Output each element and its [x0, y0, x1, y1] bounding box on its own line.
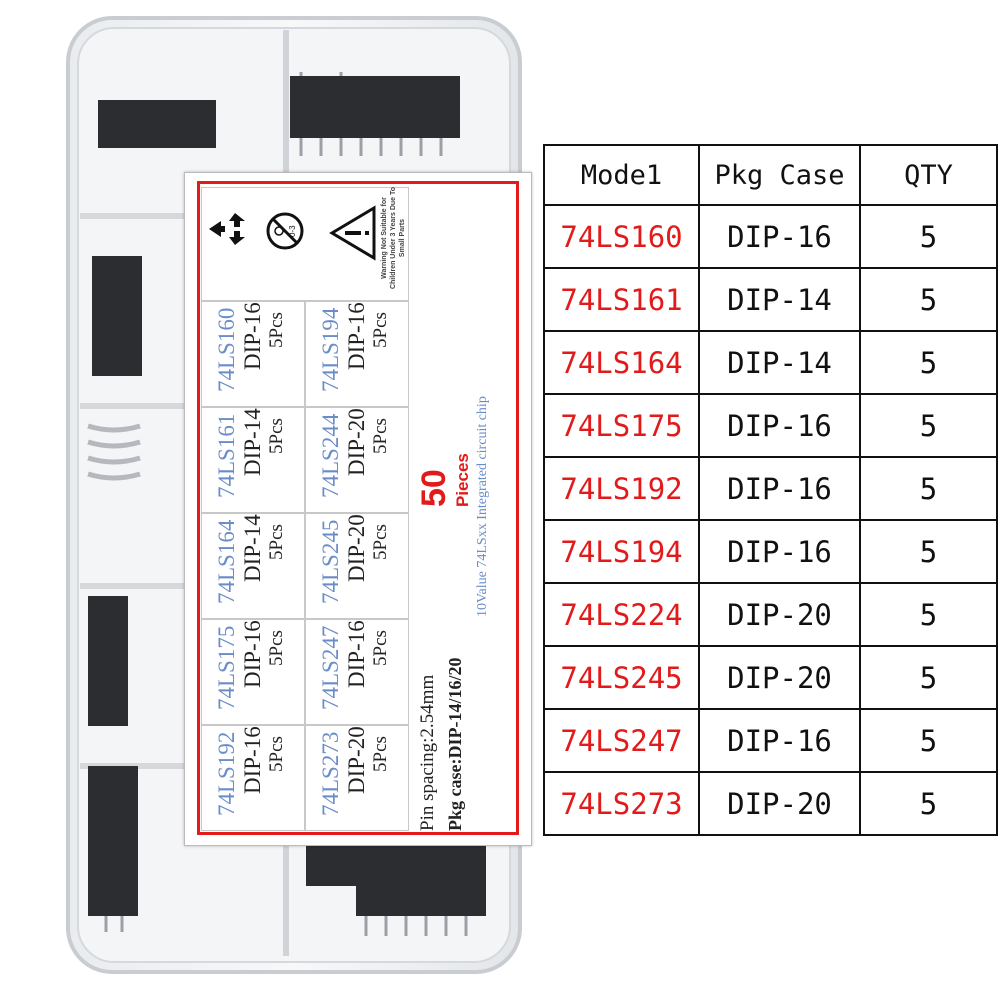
qty-cell: 5 [859, 645, 998, 710]
model-cell: 74LS224 [543, 582, 700, 647]
label-model: 74LS160 [214, 307, 239, 392]
label-qty: 5Pcs [265, 418, 287, 454]
label-model: 74LS245 [318, 519, 343, 604]
pkg-cell: DIP-16 [698, 708, 861, 773]
label-card: 74LS192 DIP-16 5Pcs 74LS175 DIP-16 5Pcs … [184, 172, 532, 846]
label-qty: 5Pcs [369, 630, 391, 666]
pkg-cell: DIP-20 [698, 645, 861, 710]
pkg-cell: DIP-16 [698, 393, 861, 458]
label-pkg: DIP-20 [343, 408, 369, 476]
label-cell: 74LS192 DIP-16 5Pcs [201, 725, 305, 831]
model-cell: 74LS273 [543, 771, 700, 836]
label-qty: 5Pcs [369, 312, 391, 348]
label-model: 74LS247 [318, 625, 343, 710]
model-cell: 74LS164 [543, 330, 700, 395]
model-cell: 74LS245 [543, 645, 700, 710]
label-model: 74LS175 [214, 625, 239, 710]
table-row: 74LS245 DIP-20 5 [543, 645, 998, 710]
model-cell: 74LS247 [543, 708, 700, 773]
label-cell: 74LS247 DIP-16 5Pcs [305, 619, 409, 725]
label-model: 74LS192 [214, 731, 239, 816]
model-cell: 74LS161 [543, 267, 700, 332]
table-row: 74LS194 DIP-16 5 [543, 519, 998, 584]
pkg-cell: DIP-14 [698, 330, 861, 395]
piece-count: 50 [415, 469, 453, 507]
label-qty: 5Pcs [369, 736, 391, 772]
label-cell: 74LS194 DIP-16 5Pcs [305, 301, 409, 407]
label-pkg: DIP-16 [239, 620, 265, 688]
label-pkg: DIP-16 [343, 302, 369, 370]
table-row: 74LS175 DIP-16 5 [543, 393, 998, 458]
kit-description: 10Value 74LSxx Integrated circuit chip [475, 396, 490, 617]
qty-cell: 5 [859, 519, 998, 584]
qty-cell: 5 [859, 267, 998, 332]
pkg-cell: DIP-20 [698, 771, 861, 836]
recycle-icon [209, 213, 245, 245]
label-model: 74LS194 [318, 307, 343, 392]
qty-cell: 5 [859, 204, 998, 269]
model-cell: 74LS194 [543, 519, 700, 584]
label-model: 74LS161 [214, 413, 239, 498]
table-row: 74LS161 DIP-14 5 [543, 267, 998, 332]
table-row: 74LS160 DIP-16 5 [543, 204, 998, 269]
spec-table: Mode1 Pkg Case QTY 74LS160 DIP-16 5 74LS… [543, 144, 998, 836]
label-pkg: DIP-14 [239, 514, 265, 582]
header-model: Mode1 [543, 144, 700, 206]
model-cell: 74LS160 [543, 204, 700, 269]
label-cell: 74LS244 DIP-20 5Pcs [305, 407, 409, 513]
label-qty: 5Pcs [265, 524, 287, 560]
component-box: 74LS192 DIP-16 5Pcs 74LS175 DIP-16 5Pcs … [66, 16, 532, 976]
pkg-cell: DIP-16 [698, 519, 861, 584]
label-qty: 5Pcs [369, 524, 391, 560]
pin-spacing: Pin spacing:2.54mm [417, 674, 438, 831]
label-content: 74LS192 DIP-16 5Pcs 74LS175 DIP-16 5Pcs … [185, 173, 531, 845]
model-cell: 74LS192 [543, 456, 700, 521]
label-pkg: DIP-14 [239, 408, 265, 476]
qty-cell: 5 [859, 393, 998, 458]
label-qty: 5Pcs [369, 418, 391, 454]
table-row: 74LS192 DIP-16 5 [543, 456, 998, 521]
table-row: 74LS224 DIP-20 5 [543, 582, 998, 647]
age-range: 0-3 [288, 225, 297, 237]
qty-cell: 5 [859, 708, 998, 773]
header-qty: QTY [859, 144, 998, 206]
label-pkg: DIP-20 [343, 514, 369, 582]
table-row: 74LS164 DIP-14 5 [543, 330, 998, 395]
pkg-cell: DIP-16 [698, 456, 861, 521]
package-case: Pkg case:DIP-14/16/20 [445, 657, 465, 831]
model-cell: 74LS175 [543, 393, 700, 458]
label-cell: 74LS175 DIP-16 5Pcs [201, 619, 305, 725]
warning-icon [329, 205, 376, 261]
qty-cell: 5 [859, 771, 998, 836]
label-qty: 5Pcs [265, 736, 287, 772]
table-row: 74LS273 DIP-20 5 [543, 771, 998, 836]
table-row: 74LS247 DIP-16 5 [543, 708, 998, 773]
pkg-cell: DIP-14 [698, 267, 861, 332]
label-model: 74LS244 [318, 413, 343, 498]
table-header-row: Mode1 Pkg Case QTY [543, 144, 998, 206]
warning-text: Warning Not Suitable for Children Under … [381, 186, 406, 290]
label-cell: 74LS164 DIP-14 5Pcs [201, 513, 305, 619]
pkg-cell: DIP-20 [698, 582, 861, 647]
label-qty: 5Pcs [265, 312, 287, 348]
label-pkg: DIP-20 [343, 726, 369, 794]
qty-cell: 5 [859, 582, 998, 647]
label-qty: 5Pcs [265, 630, 287, 666]
qty-cell: 5 [859, 456, 998, 521]
piece-count-label: Pieces [453, 453, 472, 507]
label-cell: 74LS161 DIP-14 5Pcs [201, 407, 305, 513]
label-grid: 74LS192 DIP-16 5Pcs 74LS175 DIP-16 5Pcs … [201, 301, 409, 831]
label-pkg: DIP-16 [239, 302, 265, 370]
label-cell: 74LS273 DIP-20 5Pcs [305, 725, 409, 831]
no-children-icon: 0-3 [266, 212, 304, 250]
pkg-cell: DIP-16 [698, 204, 861, 269]
label-model: 74LS273 [318, 731, 343, 816]
label-pkg: DIP-16 [239, 726, 265, 794]
label-pkg: DIP-16 [343, 620, 369, 688]
qty-cell: 5 [859, 330, 998, 395]
label-cell: 74LS245 DIP-20 5Pcs [305, 513, 409, 619]
label-model: 74LS164 [214, 519, 239, 604]
label-cell: 74LS160 DIP-16 5Pcs [201, 301, 305, 407]
header-pkg-case: Pkg Case [698, 144, 861, 206]
